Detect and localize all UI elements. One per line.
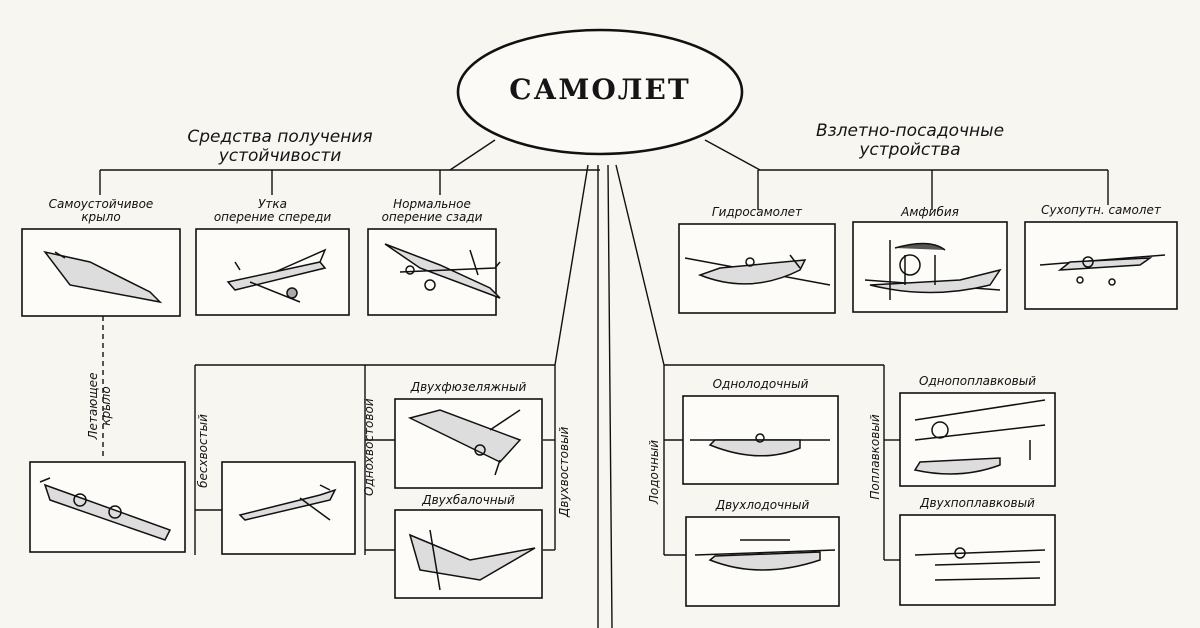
label-canard-line2: оперение спереди — [213, 210, 332, 224]
connector-root-left — [449, 139, 496, 171]
aircraft-self-stable-wing-icon — [43, 250, 163, 304]
aircraft-landplane-icon — [1039, 254, 1166, 286]
aircraft-single-float-icon — [913, 399, 1046, 475]
label-single-boat: Однолодочный — [712, 377, 809, 391]
aircraft-twin-boom-icon — [408, 529, 536, 591]
label-amphibian: Амфибия — [901, 205, 959, 219]
label-conventional-line2: оперение сзади — [381, 210, 483, 224]
label-twin-boom: Двухбалочный — [422, 493, 515, 507]
root-ellipse — [456, 28, 744, 156]
aircraft-drawings — [39, 240, 1166, 591]
aircraft-twin-boat-icon — [694, 539, 836, 571]
frame-amphibian — [852, 221, 1008, 313]
landing-group-line1: Взлетно-посадочные — [815, 121, 1005, 141]
stability-group-line1: Средства получения — [187, 127, 373, 147]
label-canard-line1: Утка — [258, 197, 287, 211]
label-conventional-line1: Нормальное — [393, 197, 471, 211]
label-twin-tail: Двухвостовый — [557, 426, 571, 517]
label-flying-wing-line2: крыло — [99, 386, 113, 426]
label-self-stable-wing: Самоустойчивое крыло — [22, 198, 180, 224]
landing-group-line2: устройства — [859, 140, 961, 160]
label-single-tail: Однохвостовой — [362, 398, 376, 496]
label-flying-wing: Летающее крыло — [86, 361, 115, 451]
label-landplane: Сухопутн. самолет — [1041, 203, 1161, 217]
label-self-stable-wing-line1: Самоустойчивое — [48, 197, 154, 211]
label-float: Поплавковый — [868, 414, 882, 500]
aircraft-canard-icon — [226, 248, 327, 303]
label-twin-boat: Двухлодочный — [715, 498, 810, 512]
label-twin-fuselage: Двухфюзеляжный — [410, 380, 527, 394]
stability-group-title: Средства получения устойчивости — [150, 128, 410, 166]
aircraft-single-boat-icon — [690, 433, 830, 457]
aircraft-twin-float-icon — [914, 547, 1046, 581]
aircraft-twin-fuselage-icon — [407, 409, 522, 476]
aircraft-flying-wing-icon — [39, 477, 172, 541]
label-seaplane: Гидросамолет — [711, 205, 803, 219]
connector-root-right — [704, 139, 761, 171]
label-twin-float: Двухпоплавковый — [920, 496, 1035, 510]
label-canard: Утка оперение спереди — [196, 198, 349, 224]
stability-group-line2: устойчивости — [218, 146, 342, 166]
aircraft-conventional-icon — [384, 243, 501, 299]
root-title: САМОЛЕТ — [509, 73, 691, 106]
connector-hull — [615, 164, 665, 366]
label-conventional: Нормальное оперение сзади — [364, 198, 500, 224]
label-self-stable-wing-line2: крыло — [81, 210, 121, 224]
frame-twin-float — [899, 514, 1056, 606]
landing-group-title: Взлетно-посадочные устройства — [770, 122, 1050, 160]
aircraft-amphibian-icon — [864, 240, 1002, 300]
connector-tail — [554, 164, 589, 366]
aircraft-tailless-icon — [238, 484, 337, 521]
aircraft-seaplane-icon — [684, 254, 831, 286]
connector-lines — [99, 139, 1109, 628]
label-tailless: бесхвостый — [196, 414, 210, 488]
label-single-float: Однопоплавковый — [919, 374, 1036, 388]
label-boat: Лодочный — [647, 439, 661, 505]
